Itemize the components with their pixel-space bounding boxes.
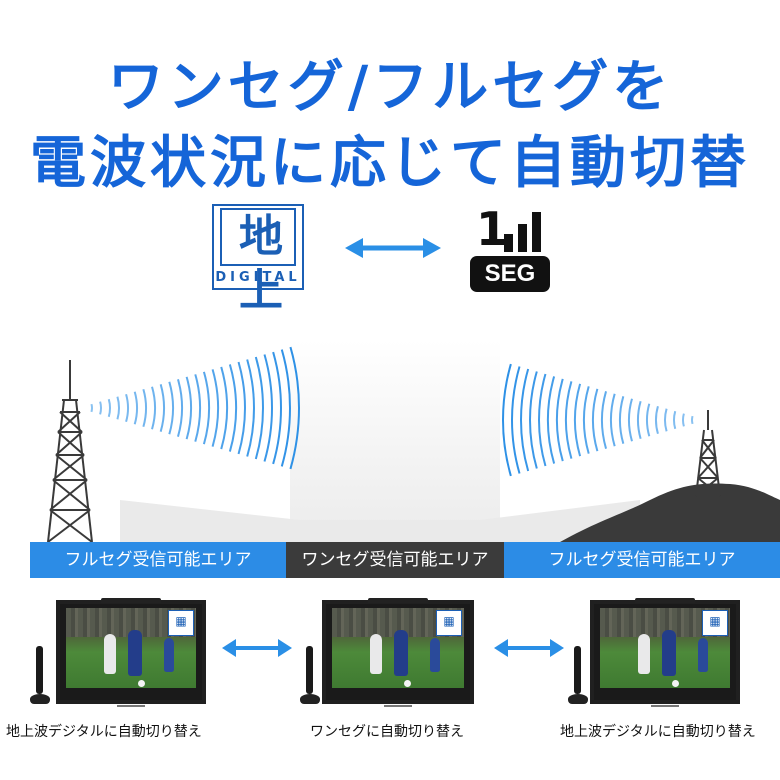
hill: [560, 483, 780, 542]
wave-arc: [185, 376, 192, 440]
wave-arc: [673, 410, 677, 430]
wave-arc: [246, 359, 255, 457]
wave-arc: [529, 371, 538, 469]
wave-arc: [116, 396, 120, 420]
wave-arc: [682, 413, 685, 427]
wave-arc: [565, 381, 573, 459]
double-headed-arrow-icon: [345, 238, 441, 258]
wave-arc: [177, 379, 183, 437]
soccer-ball: [138, 680, 145, 687]
wave-arc: [99, 401, 102, 415]
signal-waves-left: [90, 346, 300, 470]
tv-brand-strip: [60, 692, 202, 707]
wave-arc: [646, 403, 651, 437]
wave-arc: [556, 378, 564, 462]
wave-arc: [263, 354, 273, 462]
wave-arc: [254, 356, 264, 460]
wave-arc: [237, 361, 246, 455]
tv-brand-strip: [594, 692, 736, 707]
wave-arc: [691, 415, 694, 425]
wave-arc: [90, 403, 93, 413]
wave-arc: [142, 388, 147, 428]
wave-arc: [664, 408, 668, 432]
digital-logo-kanji: 地上: [220, 208, 296, 316]
one-seg-logo: 1 SEG: [470, 204, 550, 292]
digital-logo-word: DIGITAL: [215, 270, 301, 285]
signal-bar: [504, 234, 513, 252]
tv-screen-soccer: [332, 608, 464, 688]
broadcast-tower-icon: [47, 360, 93, 543]
wave-arc: [502, 363, 512, 477]
digital-mini-logo-icon: ▦: [702, 610, 728, 636]
broadcast-tower-icon: [695, 410, 721, 497]
one-seg-number: 1: [476, 202, 509, 256]
tv-left: ▦: [56, 598, 206, 707]
digital-mini-logo-icon: ▦: [436, 610, 462, 636]
player: [638, 634, 650, 674]
wave-arc: [125, 393, 129, 423]
tv-middle: ▦: [322, 598, 474, 707]
wave-arc: [511, 366, 521, 474]
player: [164, 638, 174, 672]
wave-arc: [610, 393, 616, 447]
wave-arc: [151, 386, 156, 430]
wave-arc: [220, 366, 228, 450]
player: [104, 634, 116, 674]
weak-signal-area: [290, 340, 500, 542]
caption-middle: ワンセグに自動切り替え: [310, 724, 464, 740]
tv-right: ▦: [590, 598, 740, 707]
wave-arc: [520, 368, 530, 472]
one-seg-zone: ワンセグ受信可能エリア: [286, 542, 504, 578]
player: [698, 638, 708, 672]
signal-bar: [518, 224, 527, 252]
double-headed-arrow-icon: [222, 639, 292, 657]
wave-arc: [228, 364, 237, 452]
wave-arc: [574, 383, 582, 457]
one-seg-word: SEG: [470, 256, 550, 292]
wave-arc: [637, 400, 642, 440]
wave-arc: [583, 386, 590, 454]
tv-brand-strip: [326, 692, 470, 707]
player: [394, 630, 408, 676]
player: [370, 634, 382, 674]
tv-handle: [368, 598, 428, 603]
terrestrial-digital-logo: 地上 DIGITAL: [212, 204, 304, 316]
headline-line-2: 電波状況に応じて自動切替: [30, 131, 750, 196]
digital-mini-logo-icon: ▦: [168, 610, 194, 636]
signal-bar: [532, 212, 541, 252]
wave-arc: [628, 398, 633, 442]
wave-arc: [601, 391, 607, 449]
wave-arc: [619, 396, 625, 444]
wave-arc: [289, 346, 300, 470]
wave-arc: [202, 371, 210, 445]
tv-handle: [101, 598, 161, 603]
full-seg-zone-right: フルセグ受信可能エリア: [504, 542, 780, 578]
tv-handle: [635, 598, 695, 603]
wave-arc: [211, 369, 219, 447]
wave-arc: [592, 388, 599, 452]
wave-arc: [272, 351, 282, 465]
headline-line-1: ワンセグ/フルセグを: [107, 55, 673, 120]
soccer-ball: [404, 680, 411, 687]
wave-arc: [133, 391, 138, 425]
soccer-ball: [672, 680, 679, 687]
wave-arc: [655, 405, 659, 435]
wave-arc: [168, 381, 174, 435]
wave-arc: [547, 376, 556, 464]
player: [430, 638, 440, 672]
full-seg-zone-left: フルセグ受信可能エリア: [30, 542, 286, 578]
broadcast-scene: [47, 340, 780, 543]
wave-arc: [538, 373, 547, 467]
double-headed-arrow-icon: [494, 639, 564, 657]
ground-shadow: [120, 500, 640, 542]
signal-waves-right: [502, 363, 694, 477]
caption-right: 地上波デジタルに自動切り替え: [560, 724, 756, 740]
wave-arc: [280, 349, 291, 467]
wave-arc: [107, 398, 111, 418]
wave-arc: [159, 384, 165, 432]
player: [128, 630, 142, 676]
player: [662, 630, 676, 676]
caption-left: 地上波デジタルに自動切り替え: [6, 724, 202, 740]
wave-arc: [194, 374, 201, 442]
